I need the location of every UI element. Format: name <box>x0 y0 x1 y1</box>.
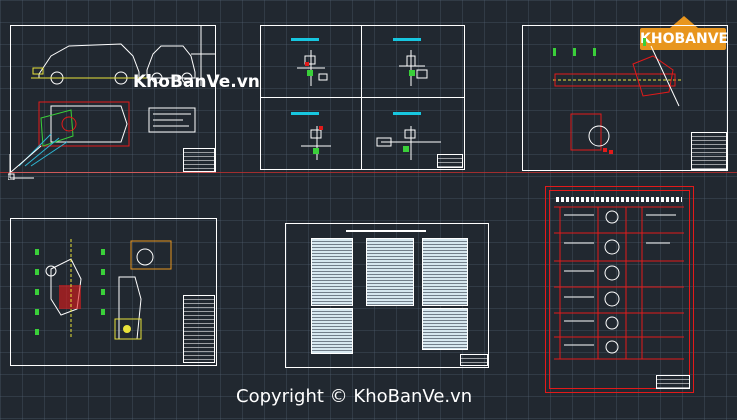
sheet-steering-mechanism[interactable] <box>10 218 217 366</box>
steering-mechanism-drawing <box>35 239 172 340</box>
title-block <box>656 375 690 389</box>
data-table <box>311 308 353 354</box>
schematic-title-bar <box>393 38 421 41</box>
process-table-grid <box>554 206 684 360</box>
data-table <box>422 308 468 350</box>
sheet-process-table[interactable] <box>545 186 694 393</box>
sheet-steering-assembly[interactable] <box>522 25 728 171</box>
ucs-icon <box>8 154 34 180</box>
title-block <box>460 354 488 366</box>
sheet-car-layout[interactable] <box>10 25 216 173</box>
title-block <box>437 154 463 168</box>
schematic-title-bar <box>291 38 319 41</box>
title-block <box>183 295 215 363</box>
logo-text: KHOBANVE <box>640 28 728 50</box>
sheet-steering-schematics[interactable] <box>260 25 465 170</box>
watermark-text: KhoBanVe.vn <box>133 72 260 92</box>
schematic-title-bar <box>291 112 319 115</box>
data-table <box>366 238 414 306</box>
schematic-title-bar <box>393 112 421 115</box>
steering-assembly-drawing <box>553 38 683 154</box>
steering-schematic-diagrams <box>297 50 441 160</box>
red-axis-line <box>0 172 737 173</box>
sheet-calculation-tables[interactable] <box>285 223 489 368</box>
data-table <box>311 238 353 306</box>
title-block <box>691 132 727 170</box>
car-side-view <box>11 26 215 172</box>
copyright-text: Copyright © KhoBanVe.vn <box>236 386 473 407</box>
data-table <box>422 238 468 306</box>
title-block <box>183 148 215 172</box>
